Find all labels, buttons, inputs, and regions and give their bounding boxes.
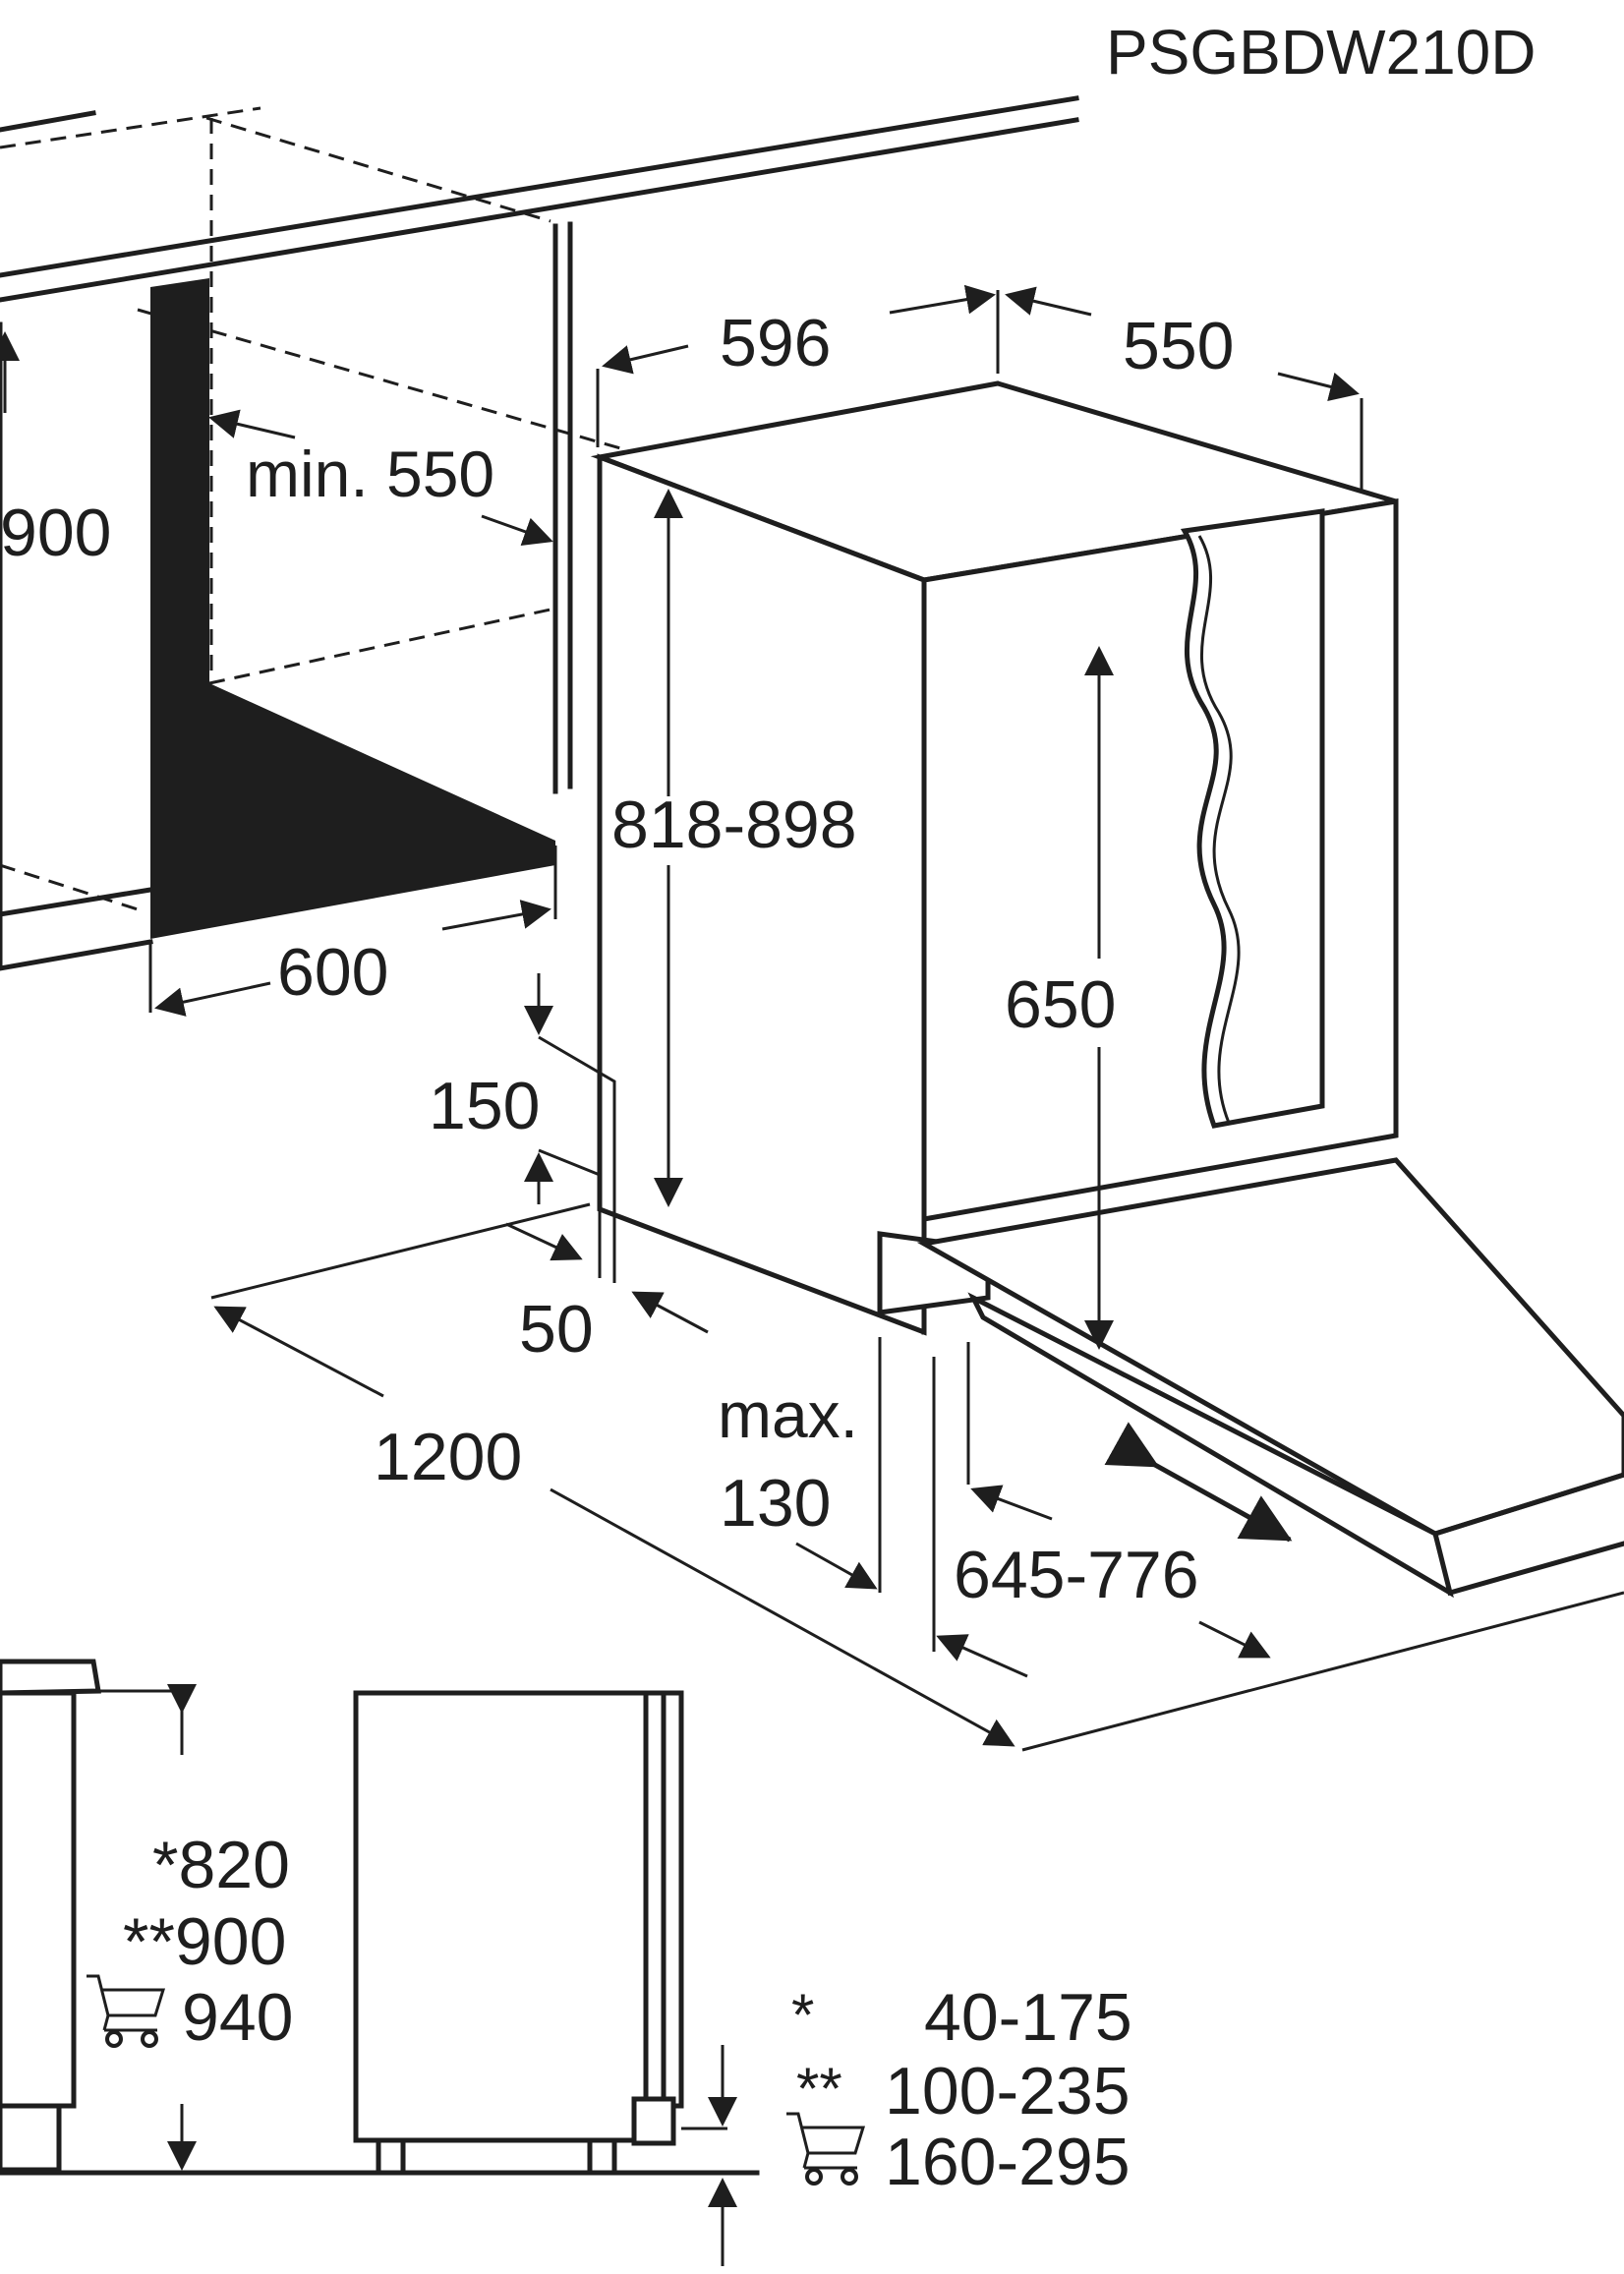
plinth-1-range: 40-175 (924, 1980, 1132, 2055)
dim-plinth-label: 150 (429, 1069, 540, 1143)
plinth-3-range: 160-295 (885, 2125, 1131, 2199)
plinth-1-mark: * (791, 1982, 814, 2048)
cart-icon (786, 2112, 866, 2186)
dim-depth-label: 550 (1123, 309, 1234, 383)
dim-inner-height-label: 650 (1005, 967, 1116, 1042)
dim-plinth-gap-label: 50 (519, 1292, 594, 1367)
dim-niche-depth-label: min. 550 (246, 437, 494, 510)
model-title: PSGBDW210D (1106, 17, 1536, 87)
side-view (0, 1659, 760, 2266)
side-height-1: *820 (152, 1828, 290, 1902)
dim-width-label: 596 (720, 306, 831, 380)
dim-height-range-label: 818-898 (611, 787, 857, 862)
dim-max-value: 130 (720, 1466, 831, 1541)
side-height-2: **900 (123, 1904, 286, 1979)
plinth-2-mark: ** (796, 2056, 842, 2122)
labels: PSGBDW210D 596 550 min. 550 900 818-898 … (0, 17, 1536, 2199)
cart-icon (87, 1974, 166, 2048)
dimension-lines (0, 284, 1624, 1752)
dim-total-depth-label: 1200 (374, 1420, 522, 1494)
dim-door-range-label: 645-776 (954, 1538, 1199, 1612)
side-height-3: 940 (182, 1980, 293, 2055)
dim-max-label: max. (718, 1378, 858, 1451)
plinth-2-range: 100-235 (885, 2054, 1131, 2128)
countertop (0, 95, 1079, 678)
cabinet-niche (0, 221, 573, 1013)
dim-cabinet-height-label: 900 (0, 496, 111, 570)
dim-niche-width-label: 600 (277, 935, 388, 1010)
